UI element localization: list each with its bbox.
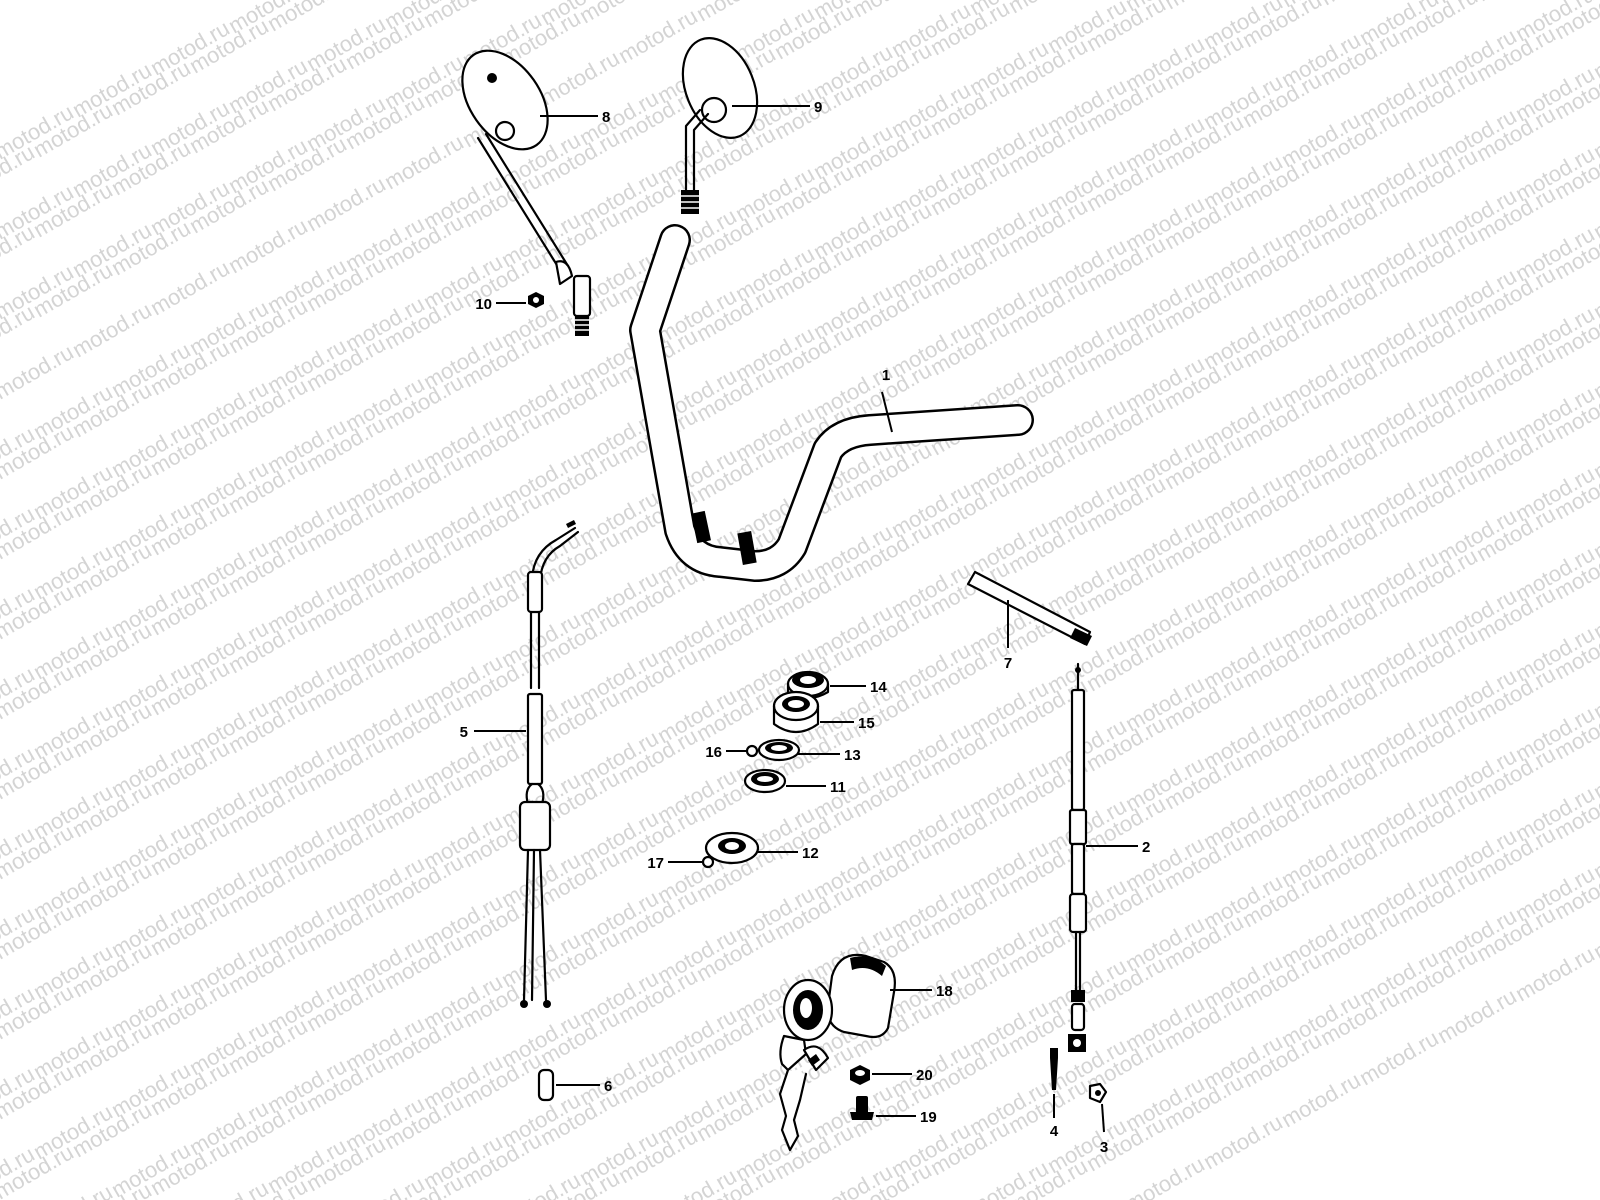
- bolt: [850, 1096, 874, 1120]
- callout-5: 5: [460, 724, 526, 741]
- callout-number: 6: [604, 1078, 612, 1095]
- callout-leader-line: [1101, 1103, 1105, 1133]
- callout-16: 16: [705, 744, 746, 761]
- throttle-cable: [518, 520, 580, 1008]
- callout-leader-line: [881, 391, 893, 433]
- mirror-nut: [528, 292, 544, 308]
- cable-pin: [1050, 1048, 1058, 1090]
- washer: [743, 768, 787, 794]
- callout-number: 5: [460, 724, 468, 741]
- nut: [850, 1065, 870, 1085]
- callout-3: 3: [1100, 1103, 1108, 1156]
- cable-end-cap: [537, 1068, 555, 1102]
- callout-10: 10: [475, 296, 526, 313]
- cap: [786, 670, 830, 700]
- small-ball: [745, 744, 759, 758]
- callout-17: 17: [647, 855, 702, 872]
- left-mirror: [461, 49, 592, 336]
- clutch-cable: [1068, 662, 1088, 1052]
- small-ball-2: [701, 855, 715, 869]
- callout-number: 11: [830, 779, 846, 796]
- seal-ring: [757, 738, 801, 762]
- callout-15: 15: [820, 715, 875, 732]
- callout-number: 15: [858, 715, 875, 732]
- callout-6: 6: [556, 1078, 612, 1095]
- callout-14: 14: [830, 679, 887, 696]
- callout-number: 19: [920, 1109, 937, 1126]
- callout-8: 8: [540, 109, 610, 126]
- callout-number: 16: [705, 744, 722, 761]
- callout-number: 18: [936, 983, 953, 1000]
- callout-number: 1: [882, 367, 890, 384]
- callout-1: 1: [881, 367, 893, 433]
- right-mirror: [681, 37, 759, 214]
- callout-18: 18: [890, 983, 953, 1000]
- callout-7: 7: [1004, 600, 1012, 672]
- callout-number: 8: [602, 109, 610, 126]
- handlebar: [629, 224, 1034, 582]
- callout-13: 13: [798, 747, 861, 764]
- callout-19: 19: [876, 1109, 937, 1126]
- callout-number: 9: [814, 99, 822, 116]
- callout-20: 20: [872, 1067, 933, 1084]
- callout-9: 9: [732, 99, 822, 116]
- callout-number: 2: [1142, 839, 1150, 856]
- callout-11: 11: [786, 779, 846, 796]
- callout-12: 12: [758, 845, 819, 862]
- callout-4: 4: [1050, 1094, 1059, 1140]
- callout-number: 20: [916, 1067, 933, 1084]
- callout-number: 4: [1050, 1123, 1059, 1140]
- callout-number: 12: [802, 845, 819, 862]
- callout-number: 7: [1004, 655, 1012, 672]
- callout-number: 17: [647, 855, 664, 872]
- callout-number: 3: [1100, 1139, 1108, 1156]
- bushing: [772, 690, 820, 734]
- weight-rod: [966, 570, 1092, 646]
- callout-number: 13: [844, 747, 861, 764]
- callout-number: 14: [870, 679, 887, 696]
- grommet: [704, 831, 760, 865]
- ignition-switch: [778, 953, 896, 1152]
- callout-number: 10: [475, 296, 492, 313]
- cable-clip: [1088, 1082, 1108, 1104]
- callout-2: 2: [1086, 839, 1150, 856]
